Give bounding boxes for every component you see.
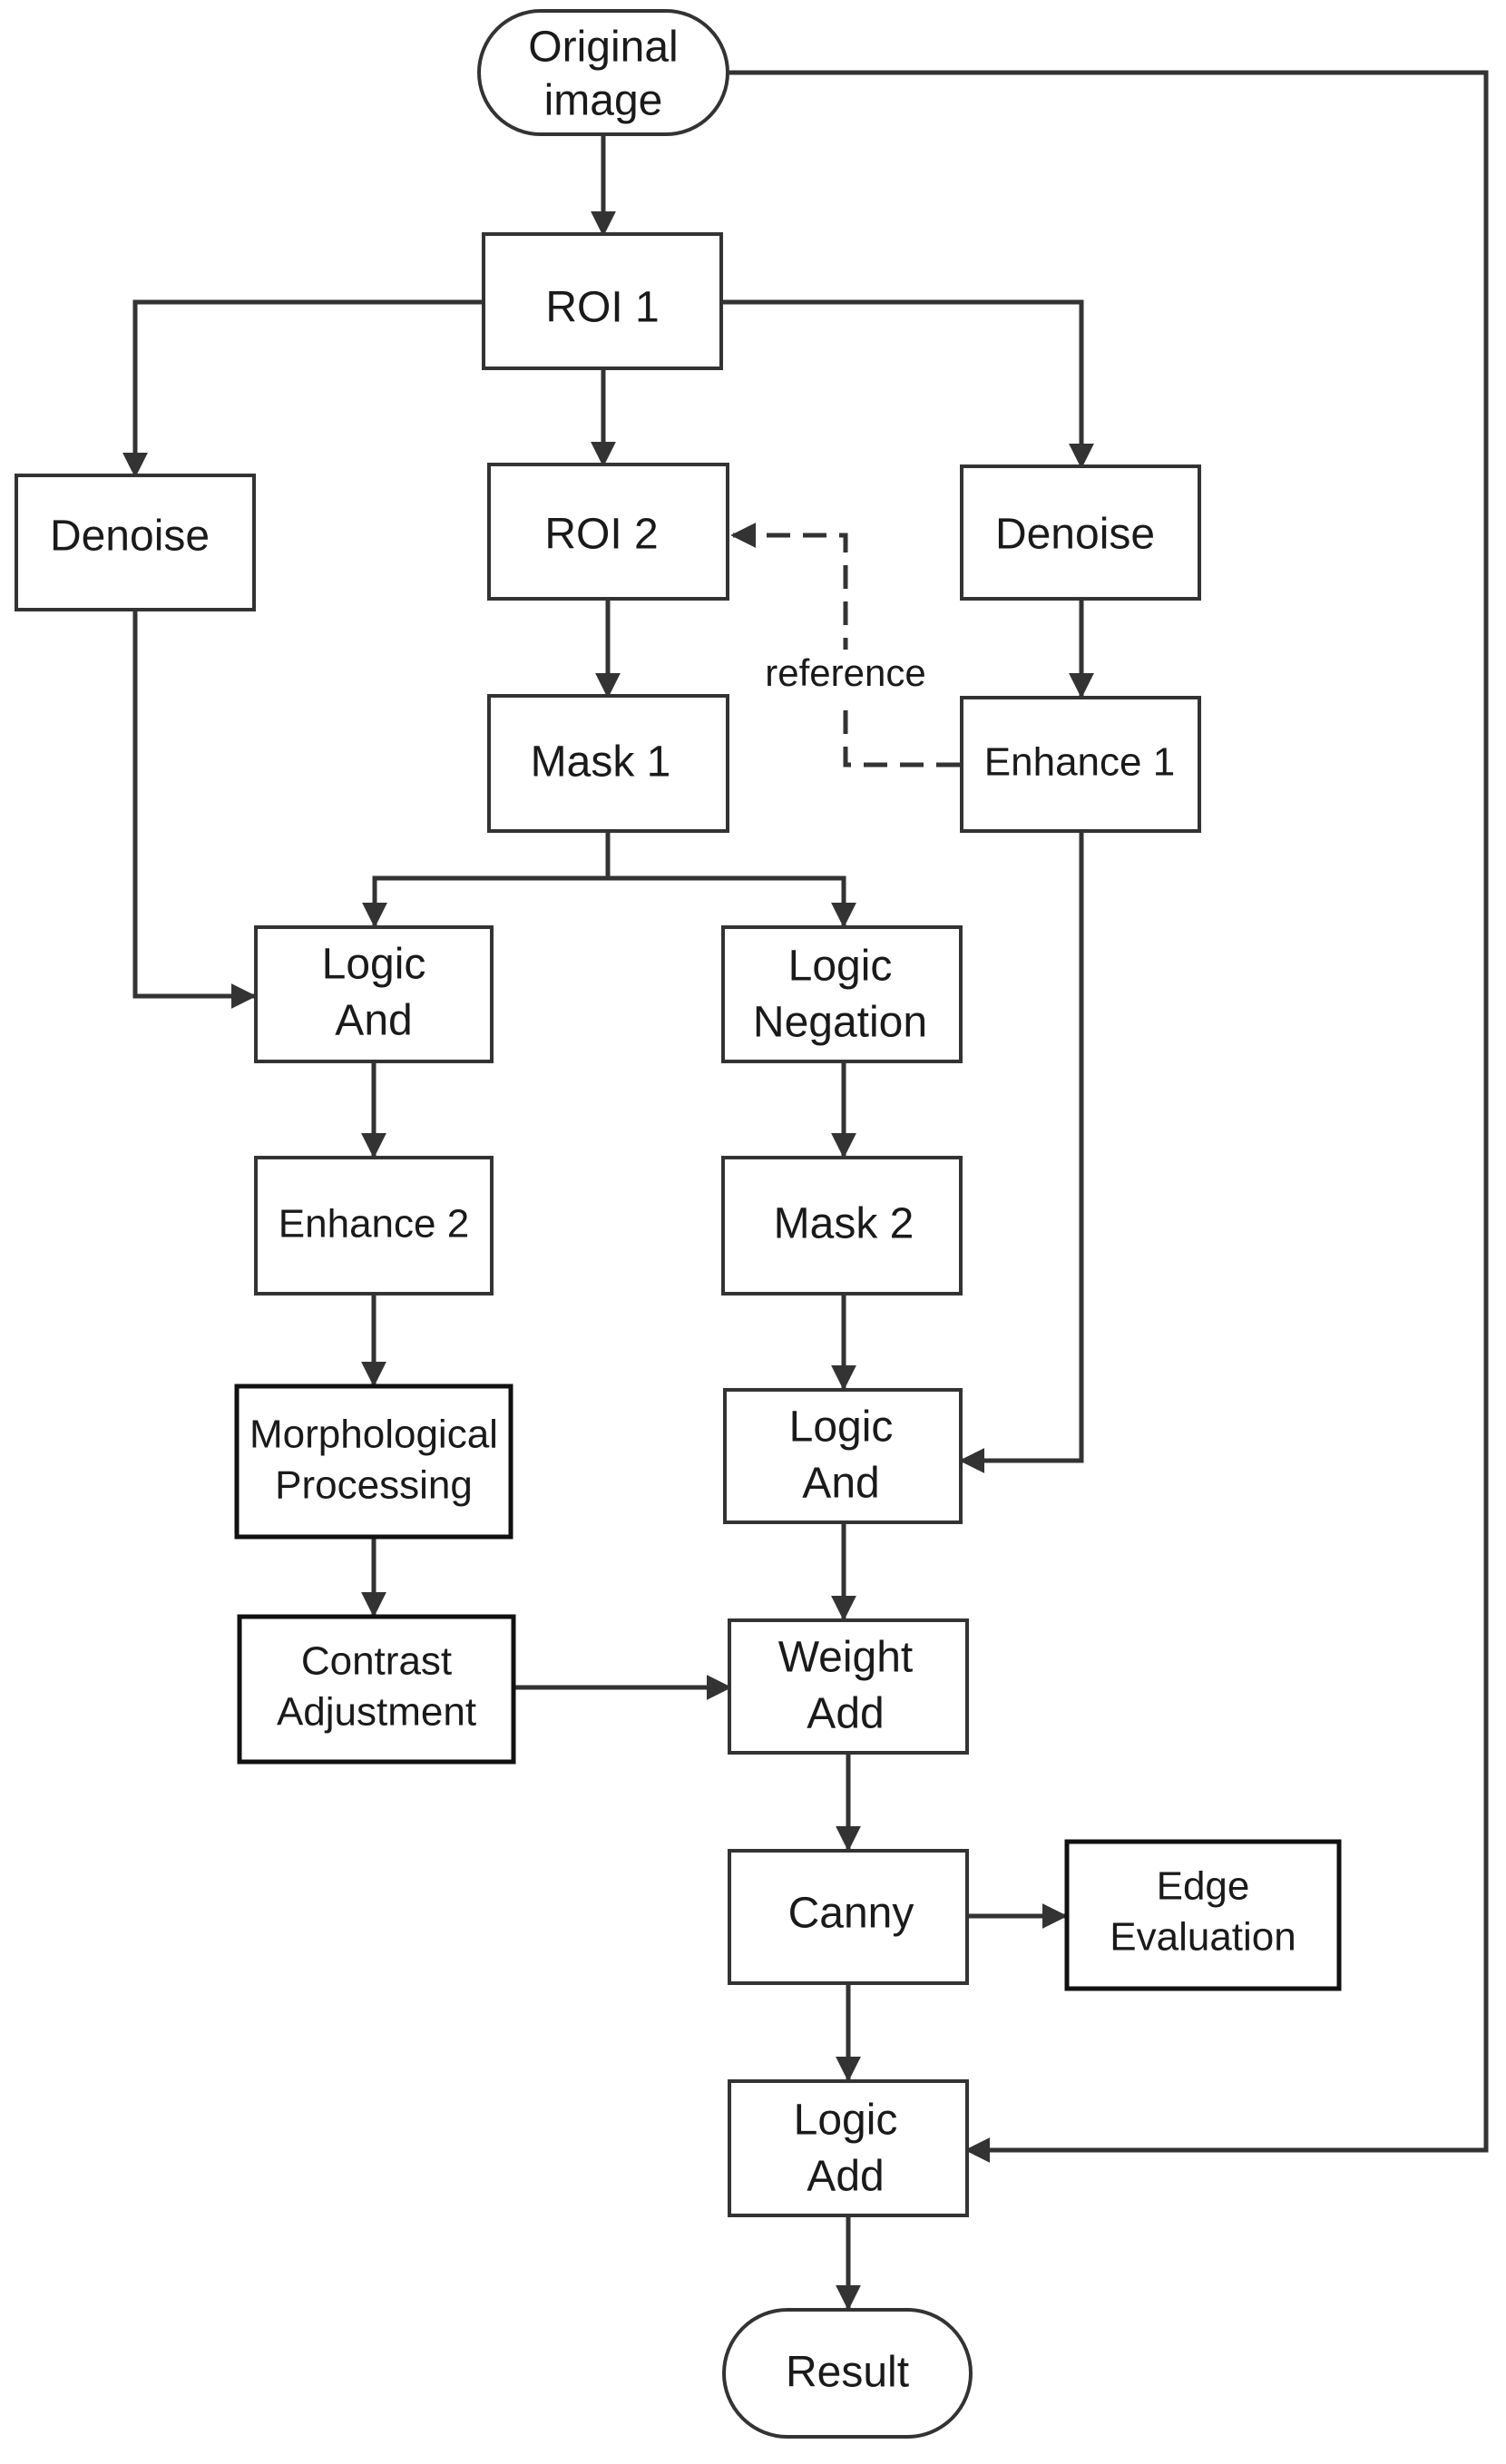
node-weight-add-line1: Weight [778,1634,914,1682]
node-logic-and-right: Logic And [723,1388,963,1524]
node-contrast-line2: Adjustment [277,1690,476,1735]
node-logic-and-left-line1: Logic [322,941,426,989]
edge-enhance1-to-logic-and-right [959,833,1084,1473]
node-logic-and-right-line1: Logic [789,1403,894,1452]
node-roi1: ROI 1 [482,232,723,370]
node-contrast: Contrast Adjustment [237,1614,516,1765]
node-logic-and-left: Logic And [254,925,494,1063]
node-logic-negation-line1: Logic [788,943,893,991]
edge-original-to-logic-add [729,70,1489,2163]
edges [122,70,1489,2311]
node-roi1-label: ROI 1 [545,284,659,332]
node-mask2-label: Mask 2 [774,1200,914,1248]
edge-denoise-left-to-logic-and [132,611,257,1009]
edge-mask1-to-negation [608,875,856,928]
edge-roi1-to-denoise-left [122,299,484,478]
node-logic-add: Logic Add [728,2079,969,2217]
edge-mask1-split [362,833,611,928]
node-morphological-line1: Morphological [249,1413,498,1457]
node-roi2-label: ROI 2 [544,511,658,559]
node-logic-negation-line2: Negation [753,999,927,1047]
node-original-image-line2: image [544,77,663,125]
node-enhance1: Enhance 1 [960,696,1201,833]
node-mask1: Mask 1 [487,694,729,833]
node-morphological-line2: Processing [275,1463,473,1508]
node-mask2: Mask 2 [721,1156,963,1296]
node-denoise-left-label: Denoise [50,513,210,561]
node-morphological: Morphological Processing [234,1384,513,1540]
node-original-image-line1: Original [528,24,678,72]
node-denoise-right-label: Denoise [995,511,1155,559]
node-logic-and-right-line2: And [802,1460,879,1508]
node-logic-and-left-line2: And [335,997,412,1045]
node-enhance2: Enhance 2 [254,1156,494,1296]
node-original-image: Original image [477,9,729,136]
node-denoise-right: Denoise [960,464,1201,601]
node-roi2: ROI 2 [487,463,729,601]
node-enhance2-label: Enhance 2 [279,1202,469,1247]
node-edge-eval-line2: Evaluation [1110,1915,1296,1960]
node-logic-negation: Logic Negation [721,925,963,1063]
node-logic-add-line1: Logic [794,2097,898,2145]
node-logic-add-line2: Add [807,2153,884,2201]
node-edge-eval: Edge Evaluation [1064,1839,1342,1991]
nodes: Original image ROI 1 Denoise ROI 2 Denoi… [15,9,1342,2439]
reference-label: reference [765,651,925,694]
node-mask1-label: Mask 1 [531,738,671,787]
node-edge-eval-line1: Edge [1157,1864,1250,1909]
node-contrast-line1: Contrast [301,1639,452,1684]
node-weight-add-line2: Add [807,1690,884,1738]
edge-roi1-to-denoise-right [723,299,1094,469]
node-weight-add: Weight Add [728,1618,969,1755]
node-result-label: Result [786,2349,909,2397]
node-canny: Canny [728,1849,969,1985]
reference-label-bg [755,650,936,699]
node-denoise-left: Denoise [15,474,256,611]
node-enhance1-label: Enhance 1 [984,740,1175,785]
node-result: Result [722,2308,973,2439]
node-canny-label: Canny [788,1890,914,1938]
